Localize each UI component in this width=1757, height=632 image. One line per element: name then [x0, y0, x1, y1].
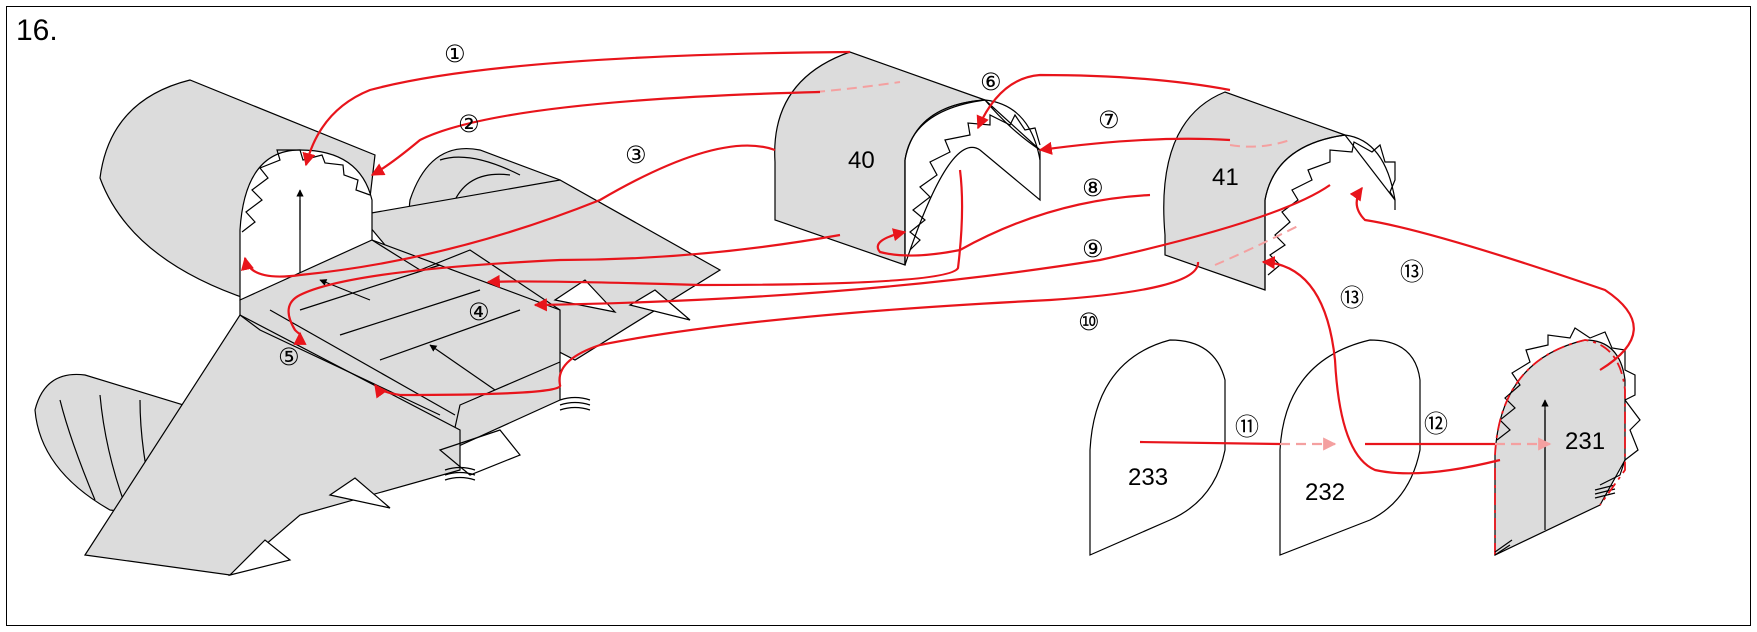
part-231-label: 231	[1565, 428, 1605, 455]
step-label-13a: ⑬	[1340, 284, 1364, 312]
step-label-10: ⑩	[1078, 308, 1100, 336]
step-label-12: ⑫	[1424, 410, 1448, 438]
part-232-label: 232	[1305, 479, 1345, 506]
plate-233: 233	[1089, 339, 1226, 556]
part-41-label: 41	[1212, 164, 1239, 191]
step-label-8: ⑧	[1082, 174, 1104, 202]
aircraft-assembly	[34, 79, 722, 577]
step-label-9: ⑨	[1082, 235, 1104, 263]
part-233-label: 233	[1128, 464, 1168, 491]
step-label-2: ②	[458, 110, 480, 138]
routing-arrows	[240, 50, 1635, 475]
step-labels: ① ② ③ ④ ⑤ ⑥ ⑦ ⑧ ⑨ ⑩ ⑪ ⑫ ⑬ ⑬	[278, 40, 1448, 441]
step-label-5: ⑤	[278, 343, 300, 371]
panel-40: 40	[774, 51, 1041, 266]
step-label-3: ③	[625, 141, 647, 169]
bulkhead-231: 231	[1494, 327, 1641, 556]
plate-232: 232	[1279, 339, 1421, 556]
step-label-11: ⑪	[1235, 413, 1259, 441]
step-label-1: ①	[444, 40, 466, 68]
step-number: 16.	[16, 14, 58, 47]
step-label-7: ⑦	[1098, 106, 1120, 134]
panel-41: 41	[1163, 91, 1396, 291]
step-label-13b: ⑬	[1400, 258, 1424, 286]
step-label-4: ④	[468, 298, 490, 326]
step-label-6: ⑥	[980, 68, 1002, 96]
part-40-label: 40	[848, 147, 875, 174]
